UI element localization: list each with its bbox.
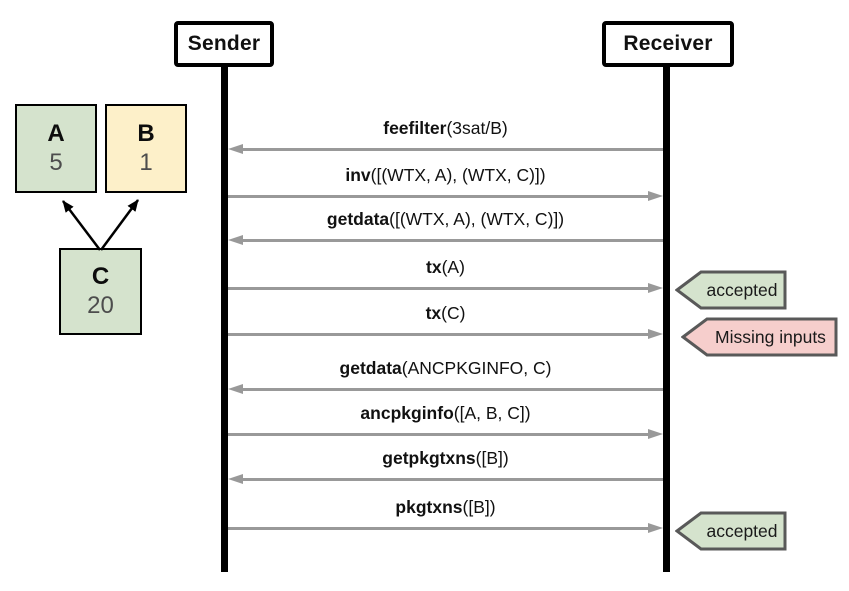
message-args: ([(WTX, A), (WTX, C)]) (389, 209, 565, 229)
message-args: (C) (441, 303, 466, 323)
message-row-feefilter: feefilter(3sat/B) (228, 117, 663, 154)
tx-node-a-fee: 5 (49, 149, 63, 176)
arrow-shaft (241, 238, 663, 242)
message-args: ([B]) (475, 448, 509, 468)
message-command: tx (425, 303, 442, 323)
message-label: getdata(ANCPKGINFO, C) (228, 357, 663, 379)
actor-receiver-label: Receiver (623, 32, 713, 55)
tx-node-b: B 1 (105, 104, 187, 193)
message-command: inv (345, 165, 371, 185)
tx-node-a: A 5 (15, 104, 97, 193)
message-label: ancpkginfo([A, B, C]) (228, 402, 663, 424)
arrow-to-receiver (228, 429, 663, 439)
sender-lifeline (221, 66, 228, 572)
arrow-shaft (228, 432, 650, 436)
arrow-shaft (228, 332, 650, 336)
message-label: getdata([(WTX, A), (WTX, C)]) (228, 208, 663, 230)
message-row-tx-a: tx(A) (228, 256, 663, 293)
arrowhead-right-icon (648, 429, 663, 439)
message-row-ancpkginfo: ancpkginfo([A, B, C]) (228, 402, 663, 439)
tag-flag-shape (675, 511, 787, 551)
arrow-to-receiver (228, 191, 663, 201)
arrowhead-right-icon (648, 191, 663, 201)
arrow-to-sender (228, 384, 663, 394)
result-tag-accepted-pkgtxns: accepted (675, 511, 787, 551)
result-tag-text: accepted (706, 521, 778, 541)
arrow-shaft (241, 477, 663, 481)
message-args: ([(WTX, A), (WTX, C)]) (370, 165, 546, 185)
message-command: getpkgtxns (382, 448, 476, 468)
arrowhead-left-icon (228, 474, 243, 484)
actor-sender-label: Sender (187, 32, 261, 55)
message-args: (3sat/B) (446, 118, 508, 138)
message-row-getpkgtxns: getpkgtxns([B]) (228, 447, 663, 484)
message-command: getdata (339, 358, 402, 378)
result-tag-accepted-tx-a: accepted (675, 270, 787, 310)
tx-node-b-label: B (137, 120, 155, 147)
arrow-shaft (228, 194, 650, 198)
tx-node-c-fee: 20 (87, 292, 114, 319)
edge-c-to-b (99, 199, 140, 251)
arrow-shaft (241, 147, 663, 151)
arrow-to-sender (228, 144, 663, 154)
message-command: feefilter (383, 118, 447, 138)
message-command: getdata (326, 209, 390, 229)
message-command: tx (426, 257, 442, 277)
arrow-to-sender (228, 474, 663, 484)
tx-node-a-label: A (47, 120, 65, 147)
message-args: (ANCPKGINFO, C) (401, 358, 552, 378)
arrow-to-receiver (228, 283, 663, 293)
arrow-shaft (228, 286, 650, 290)
message-label: tx(A) (228, 256, 663, 278)
message-row-pkgtxns: pkgtxns([B]) (228, 496, 663, 533)
arrow-to-receiver (228, 523, 663, 533)
message-label: inv([(WTX, A), (WTX, C)]) (228, 164, 663, 186)
arrowhead-left-icon (228, 235, 243, 245)
message-row-getdata-ancpkginfo: getdata(ANCPKGINFO, C) (228, 357, 663, 394)
message-label: getpkgtxns([B]) (228, 447, 663, 469)
message-command: ancpkginfo (360, 403, 454, 423)
message-row-inv: inv([(WTX, A), (WTX, C)]) (228, 164, 663, 201)
tag-flag-shape (681, 317, 838, 357)
message-args: ([B]) (462, 497, 496, 517)
arrowhead-right-icon (648, 523, 663, 533)
tx-graph-edges (62, 199, 140, 251)
tx-node-c: C 20 (59, 248, 142, 335)
receiver-lifeline (663, 66, 670, 572)
message-command: pkgtxns (395, 497, 463, 517)
arrow-to-sender (228, 235, 663, 245)
arrowhead-right-icon (648, 329, 663, 339)
arrow-to-receiver (228, 329, 663, 339)
result-tag-missing-inputs: Missing inputs (681, 317, 838, 357)
tx-node-c-label: C (91, 263, 110, 290)
message-row-tx-c: tx(C) (228, 302, 663, 339)
message-label: pkgtxns([B]) (228, 496, 663, 518)
message-label: tx(C) (228, 302, 663, 324)
arrow-shaft (228, 526, 650, 530)
message-args: (A) (441, 257, 465, 277)
arrowhead-left-icon (228, 144, 243, 154)
tx-node-b-fee: 1 (139, 149, 153, 176)
tag-flag-shape (675, 270, 787, 310)
arrowhead-left-icon (228, 384, 243, 394)
message-label: feefilter(3sat/B) (228, 117, 663, 139)
arrow-shaft (241, 387, 663, 391)
result-tag-text: accepted (706, 280, 778, 300)
message-row-getdata-wtx: getdata([(WTX, A), (WTX, C)]) (228, 208, 663, 245)
edge-c-to-a (62, 200, 101, 251)
message-args: ([A, B, C]) (453, 403, 531, 423)
actor-sender: Sender (174, 21, 274, 67)
arrowhead-right-icon (648, 283, 663, 293)
result-tag-text: Missing inputs (715, 327, 826, 347)
actor-receiver: Receiver (602, 21, 734, 67)
